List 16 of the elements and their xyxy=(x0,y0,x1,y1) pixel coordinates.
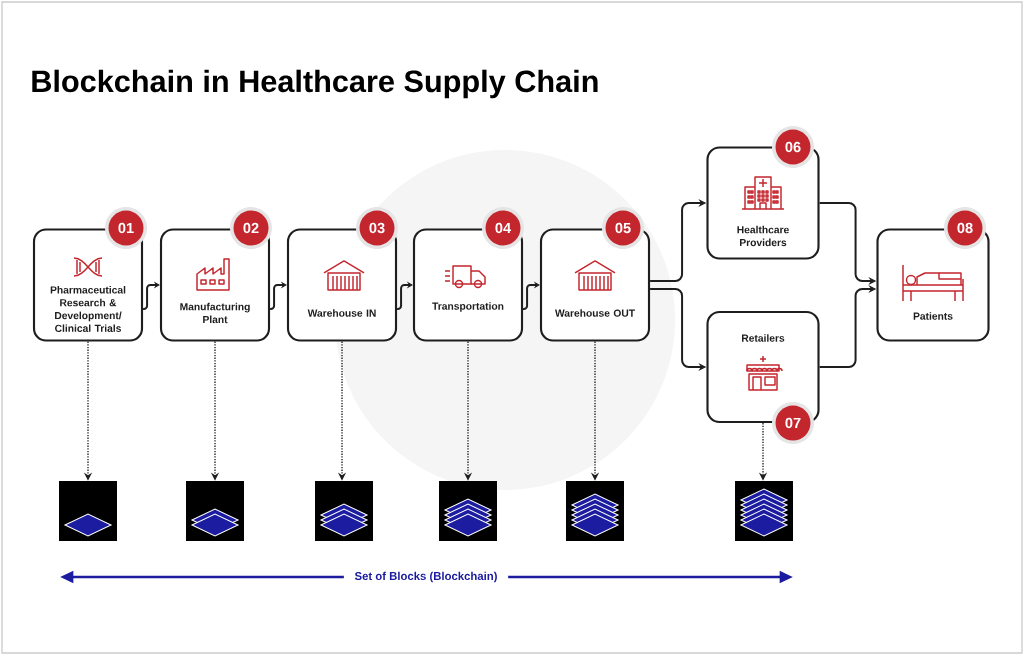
number-badge: 03 xyxy=(356,207,398,249)
number-badge: 08 xyxy=(944,207,986,249)
number-badge: 01 xyxy=(105,207,147,249)
number-badge: 06 xyxy=(772,126,814,168)
block-stack-drawing xyxy=(59,481,117,541)
arrow-label: Set of Blocks (Blockchain) xyxy=(343,567,509,587)
block-stack-drawing xyxy=(735,481,793,541)
block-stack-drawing xyxy=(566,481,624,541)
number-badge: 05 xyxy=(602,207,644,249)
block-stack-drawing xyxy=(439,481,497,541)
number-badge: 04 xyxy=(482,207,524,249)
title: Blockchain in Healthcare Supply Chain xyxy=(32,69,598,99)
number-badge: 07 xyxy=(772,402,814,444)
block-stack-drawing xyxy=(186,481,244,541)
number-badge: 02 xyxy=(230,207,272,249)
block-stack-drawing xyxy=(315,481,373,541)
